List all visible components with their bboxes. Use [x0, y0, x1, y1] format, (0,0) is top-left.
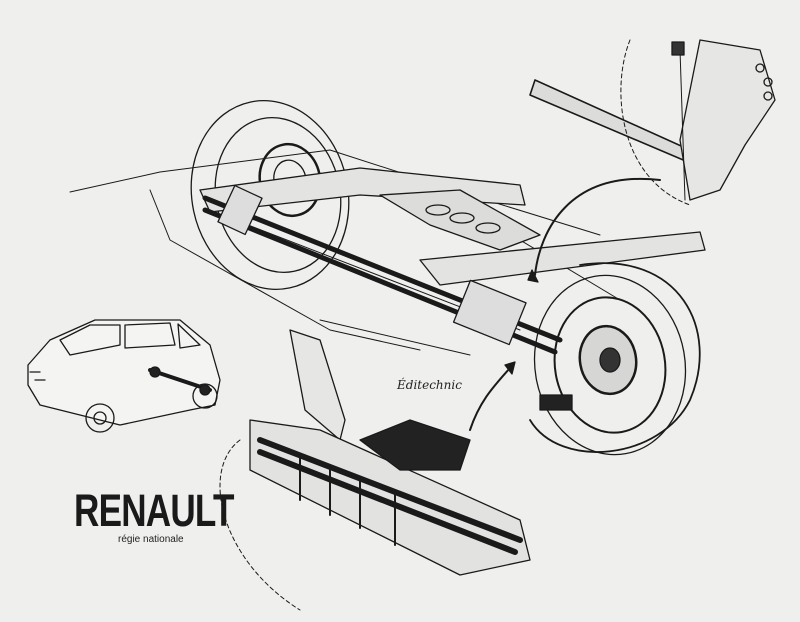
car-silhouette: [27, 319, 221, 433]
trailing-arm: [199, 167, 706, 286]
detail-bracket-bottom: [219, 329, 531, 611]
brand-name: RENAULT: [74, 485, 234, 536]
brand-logo: RENAULT régie nationale: [74, 485, 234, 545]
brand-subtitle: régie nationale: [118, 534, 184, 545]
illustrator-signature: Éditechnic: [397, 378, 462, 392]
detail-bracket-top: [527, 39, 776, 283]
torsion-bar: [202, 184, 563, 355]
right-wheel: [529, 262, 701, 456]
